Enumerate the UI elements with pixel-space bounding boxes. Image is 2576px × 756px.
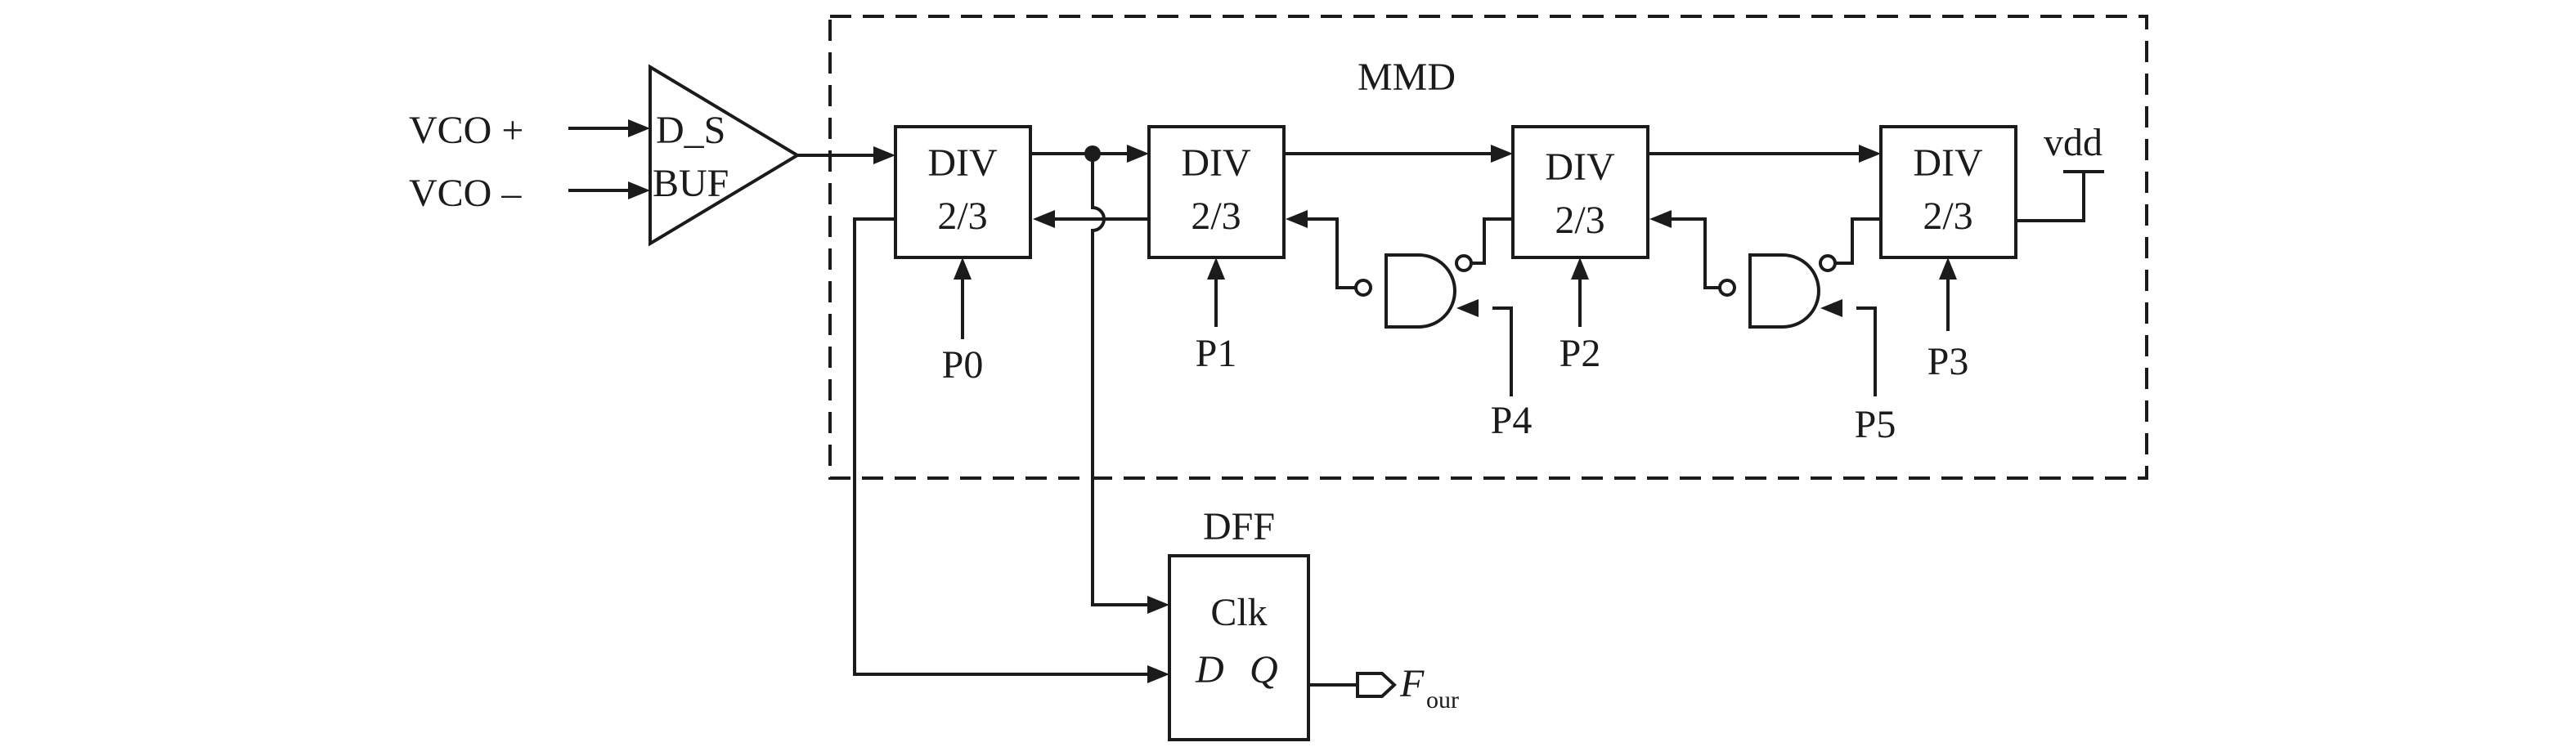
nand1-output-to-div1: [1286, 210, 1356, 289]
p1-label: P1: [1196, 332, 1237, 375]
div2-to-nand1: [1471, 217, 1513, 265]
div3-to-nand2: [1835, 217, 1881, 265]
output-label: F: [1399, 662, 1425, 705]
buffer-label-1: D_S: [656, 109, 725, 152]
vco-plus-label: VCO +: [409, 109, 523, 152]
div1-to-div0-feedback: [1033, 210, 1149, 228]
p2-arrow: [1571, 257, 1589, 327]
dff-block: [1168, 554, 1310, 741]
vco-minus-label: VCO –: [409, 172, 522, 215]
nand2-output-to-div2: [1649, 210, 1720, 289]
p1-arrow: [1207, 257, 1225, 327]
p3-label: P3: [1928, 340, 1969, 383]
buffer-label-2: BUF: [653, 162, 729, 205]
clk-tap-wire: [1091, 154, 1169, 614]
div-1-ratio: 2/3: [1191, 195, 1241, 238]
div-block-0: DIV 2/3: [894, 125, 1032, 259]
vdd-label: vdd: [2044, 121, 2103, 164]
p4-to-nand1: [1456, 299, 1513, 396]
buffer-to-div0-wire: [797, 146, 895, 164]
p2-label: P2: [1560, 332, 1601, 375]
dff-d-label: D: [1195, 648, 1224, 691]
p0-label: P0: [942, 343, 984, 387]
div-0-ratio: 2/3: [937, 195, 987, 238]
vdd-tie: [2016, 170, 2104, 222]
div-1-label: DIV: [1181, 141, 1251, 185]
output-label-subscript: our: [1426, 687, 1459, 714]
p5-label: P5: [1855, 403, 1896, 446]
div-0-label: DIV: [927, 141, 998, 185]
div2-to-div3-wire: [1648, 145, 1881, 163]
div0-to-dff-d-wire: [853, 217, 1169, 683]
dff-clk-label: Clk: [1210, 591, 1267, 634]
vco-plus-wire: [568, 119, 650, 137]
nand-gate-2: [1718, 253, 1837, 329]
div-block-1: DIV 2/3: [1147, 125, 1286, 259]
div-3-label: DIV: [1913, 141, 1983, 185]
div1-to-div2-wire: [1284, 145, 1513, 163]
vco-minus-wire: [568, 181, 650, 199]
div-block-3: DIV 2/3: [1879, 125, 2017, 259]
p0-arrow: [954, 257, 972, 339]
mmd-title: MMD: [1358, 56, 1456, 99]
div-2-ratio: 2/3: [1555, 199, 1604, 242]
p3-arrow: [1939, 257, 1957, 331]
div-3-ratio: 2/3: [1923, 195, 1972, 238]
p4-label: P4: [1491, 399, 1533, 442]
div-block-2: DIV 2/3: [1511, 125, 1649, 259]
p5-to-nand2: [1820, 299, 1877, 396]
nand-gate-1: [1354, 253, 1473, 329]
output-pin: [1308, 672, 1397, 698]
div0-to-div1-wire: [1030, 145, 1149, 163]
dff-title: DFF: [1203, 505, 1275, 548]
mmd-boundary: [828, 15, 2148, 480]
div-2-label: DIV: [1545, 145, 1615, 189]
output-label-main: F: [1399, 662, 1425, 705]
buffer-triangle: [648, 64, 801, 247]
dff-q-label: Q: [1250, 648, 1278, 691]
